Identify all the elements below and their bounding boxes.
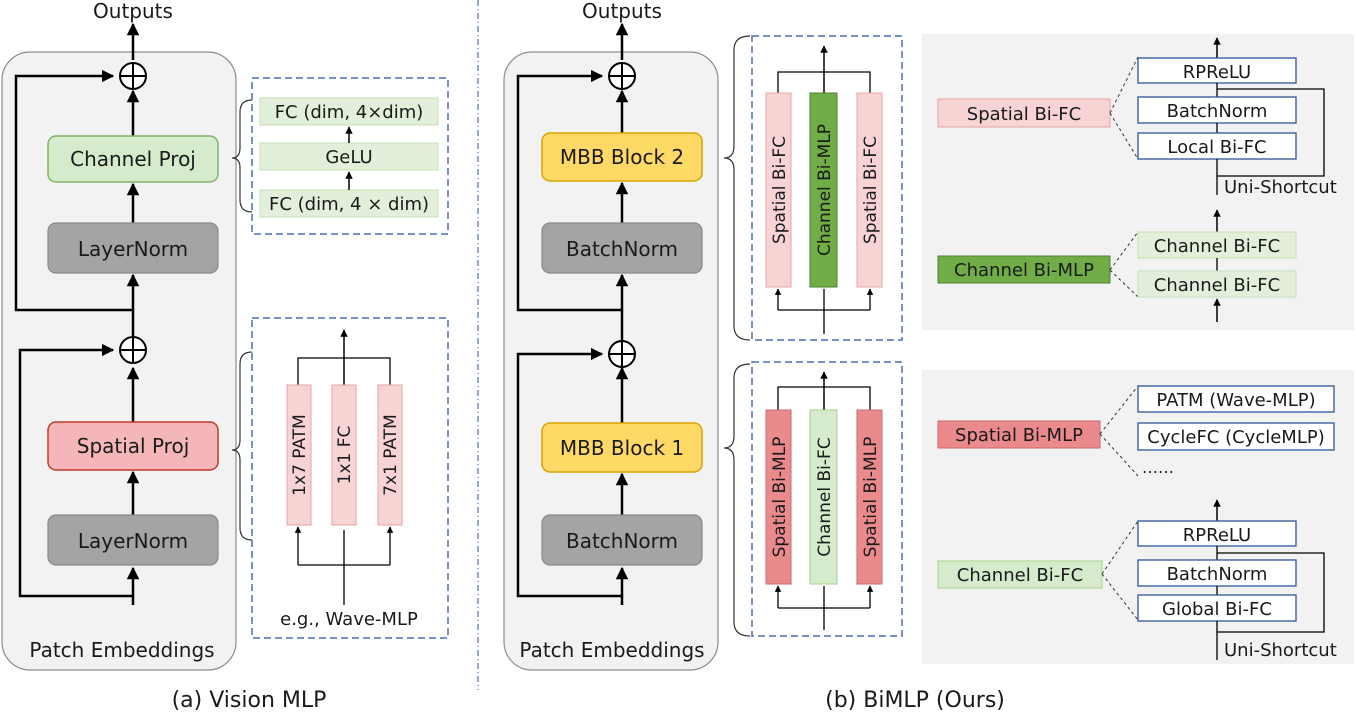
channel-proj-block [47, 135, 219, 183]
dotted-sbifc-1 [1109, 56, 1139, 114]
batchnorm-top-label: BatchNorm [566, 237, 678, 261]
legend-channel-bifc [937, 560, 1103, 589]
channel-brace [231, 99, 253, 213]
caption-a: (a) Vision MLP [172, 688, 327, 713]
mbb1-branch-2 [809, 409, 838, 585]
fc-bottom-box [259, 189, 439, 218]
bimlp-add-node-bottom [608, 340, 636, 368]
layernorm-top-block [47, 222, 219, 274]
ellipsis-label: …… [1142, 458, 1174, 477]
fc-top-label: FC (dim, 4×dim) [275, 102, 424, 123]
uni-shortcut-top-path [1217, 88, 1325, 177]
batchnorm-top-block [541, 222, 703, 274]
bimlp-add-node-top [608, 62, 636, 90]
bimlp-residual-bottom [516, 347, 622, 598]
gelu-label: GeLU [325, 147, 372, 168]
mbb-block-1-label: MBB Block 1 [560, 436, 684, 460]
mbb1-branch-3 [856, 409, 883, 585]
spatial-proj-block [47, 421, 219, 471]
mbb2-brace [723, 35, 751, 341]
patm-label: PATM (Wave-MLP) [1156, 390, 1315, 411]
channel-proj-label: Channel Proj [70, 147, 196, 171]
batchnorm-box-top [1137, 96, 1297, 124]
legend-spatial-bimlp-label: Spatial Bi-MLP [955, 425, 1083, 446]
legend-channel-bimlp-label: Channel Bi-MLP [954, 260, 1094, 281]
batchnorm-bottom-block [541, 514, 703, 566]
example-label: e.g., Wave-MLP [280, 609, 418, 630]
mbb2-branch-3 [856, 92, 883, 288]
vision-patch-embeddings-label: Patch Embeddings [29, 638, 214, 662]
rprelu-box-bottom [1137, 520, 1297, 547]
legend-spatial-bifc-label: Spatial Bi-FC [967, 104, 1081, 125]
rprelu-bottom-label: RPReLU [1183, 525, 1251, 546]
vision-add-node-bottom [119, 336, 147, 364]
legend-channel-bifc-label: Channel Bi-FC [957, 565, 1083, 586]
uni-shortcut-top-label: Uni-Shortcut [1224, 177, 1337, 198]
vision-mlp-panel: Outputs Patch Embeddings Channel Proj La… [1, 0, 449, 671]
dotted-cbimlp-1 [1109, 231, 1139, 271]
rprelu-top-label: RPReLU [1183, 62, 1251, 83]
mbb-block-2-label: MBB Block 2 [560, 145, 684, 169]
dotted-cbifc-2 [1101, 573, 1139, 621]
mbb-block-2 [541, 132, 703, 182]
uni-shortcut-bottom-path [1217, 552, 1325, 633]
spatial-branch-2 [331, 384, 357, 526]
mbb2-branch-1-label: Spatial Bi-FC [770, 136, 790, 244]
caption-b: (b) BiMLP (Ours) [825, 688, 1005, 713]
mbb2-branch-2-label: Channel Bi-MLP [815, 124, 835, 256]
fc-bottom-label: FC (dim, 4 × dim) [269, 194, 429, 215]
fc-top-box [259, 97, 439, 126]
spatial-brace [231, 351, 253, 541]
dotted-cbifc-1 [1101, 520, 1139, 575]
spatial-branch-1 [286, 384, 312, 526]
mbb1-brace [723, 363, 751, 637]
global-bifc-label: Global Bi-FC [1162, 599, 1272, 620]
channel-bifc-2-label: Channel Bi-FC [1154, 275, 1280, 296]
mbb2-branch-1 [765, 92, 792, 288]
mbb1-branch-2-label: Channel Bi-FC [815, 437, 835, 556]
batchnorm-bottom-label: BatchNorm [566, 529, 678, 553]
vision-residual-top [14, 69, 133, 312]
mbb1-detail-box [751, 361, 903, 637]
spatial-branch-3 [377, 384, 403, 526]
mbb1-branch-3-label: Spatial Bi-MLP [861, 437, 881, 558]
cyclefc-label: CycleFC (CycleMLP) [1147, 427, 1325, 448]
mbb2-branch-2 [809, 92, 838, 288]
vision-add-node-top [119, 62, 147, 90]
bimlp-panel: Outputs Patch Embeddings MBB Block 2 Bat… [503, 0, 1354, 671]
batchnorm-legend-bottom-label: BatchNorm [1167, 564, 1268, 585]
spatial-branch-1-label: 1x7 PATM [290, 414, 310, 496]
layernorm-bottom-block [47, 514, 219, 566]
channel-bifc-box-2 [1137, 270, 1297, 298]
legend-channel-bimlp [937, 255, 1111, 284]
mbb-block-1 [541, 422, 703, 473]
layernorm-bottom-label: LayerNorm [78, 529, 188, 553]
bimlp-patch-embeddings-label: Patch Embeddings [519, 638, 704, 662]
mbb1-branch-1 [765, 409, 792, 585]
batchnorm-legend-top-label: BatchNorm [1167, 101, 1268, 122]
cyclefc-box [1137, 422, 1335, 451]
layernorm-top-label: LayerNorm [78, 237, 188, 261]
mbb2-detail-box [751, 35, 903, 341]
dotted-cbimlp-2 [1109, 269, 1139, 298]
dotted-sbifc-2 [1109, 112, 1139, 160]
spatial-detail-box [251, 317, 449, 639]
dotted-sbimlp-1 [1099, 385, 1139, 435]
spatial-branch-3-label: 7x1 PATM [381, 414, 401, 496]
vision-residual-bottom [18, 343, 133, 598]
bimlp-outputs-label: Outputs [582, 0, 662, 23]
local-bifc-label: Local Bi-FC [1167, 137, 1266, 158]
channel-bifc-1-label: Channel Bi-FC [1154, 236, 1280, 257]
legend-spatial-bifc [937, 98, 1111, 128]
uni-shortcut-bottom-label: Uni-Shortcut [1224, 640, 1337, 661]
mbb1-branch-1-label: Spatial Bi-MLP [770, 437, 790, 558]
spatial-proj-label: Spatial Proj [77, 434, 190, 458]
vision-outputs-label: Outputs [93, 0, 173, 23]
patm-box [1137, 385, 1335, 413]
bimlp-residual-top [516, 69, 622, 312]
mbb2-branch-3-label: Spatial Bi-FC [861, 136, 881, 244]
spatial-branch-2-label: 1x1 FC [335, 426, 355, 485]
